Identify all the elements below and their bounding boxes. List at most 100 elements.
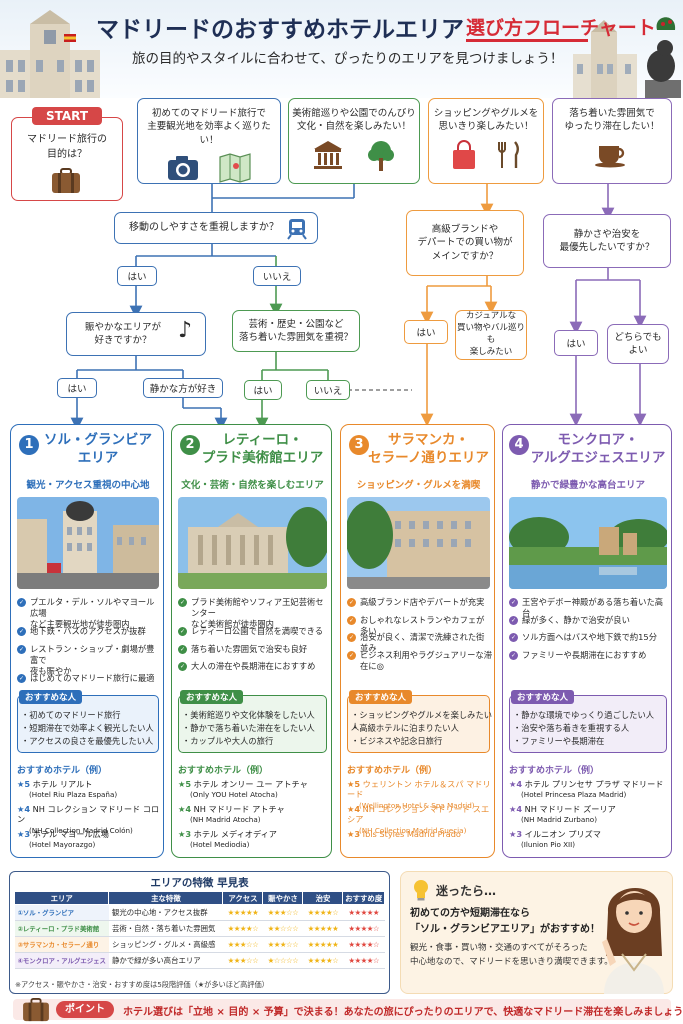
answer-yes-lively: はい (57, 378, 97, 398)
area-number-badge: 2 (180, 435, 200, 455)
page-subtitle: 旅の目的やスタイルに合わせて、ぴったりのエリアを見つけましょう！ (132, 51, 564, 67)
area-photo (347, 497, 490, 589)
table-cell: ★★★★☆ (222, 920, 263, 937)
hotel-name: ウェリントン ホテル＆スパ マドリード (347, 779, 491, 800)
purpose-box-culture: 美術館巡りや公園でのんびり 文化・自然を楽しみたい！ (288, 98, 420, 184)
hotel-name: ホテル プリンセサ プラザ マドリード (524, 779, 664, 789)
check-icon: ✓ (17, 598, 26, 607)
area-feature: ✓ レストラン・ショップ・劇場が豊富で 夜も賑やか (17, 643, 155, 676)
area-number-badge: 1 (19, 435, 39, 455)
area-feature: ✓ ソル方面へはバスや地下鉄で約15分 (509, 632, 658, 642)
table-cell: ★★☆☆☆ (262, 920, 303, 937)
palace-illustration-left (0, 10, 100, 98)
area-feature: ✓ 高級ブランド店やデパートが充実 (347, 597, 485, 607)
recommended-for-item: ・ショッピングやグルメを楽しみたい人 (351, 710, 493, 733)
hotel-item: ★4 NH コレクション マドリード コロン (NH Collection Ma… (17, 804, 163, 835)
hotel-star-rating: ★5 (17, 779, 31, 789)
hotel-name-en: (Wellington Hotel & Spa Madrid) (359, 800, 475, 810)
table-cell: 芸術・自然・落ち着いた雰囲気 (108, 920, 223, 937)
area-tagline: 観光・アクセス重視の中心地 (26, 480, 150, 491)
hotel-list-heading: おすすめホテル（例） (347, 766, 438, 776)
check-icon: ✓ (509, 633, 518, 642)
camera-icon (168, 155, 198, 180)
table-header: おすすめ度 (342, 891, 385, 905)
suitcase-icon (23, 998, 49, 1022)
area-photo (17, 497, 159, 589)
area-feature: ✓ 落ち着いた雰囲気で治安も良好 (178, 643, 308, 654)
train-icon (287, 219, 307, 240)
check-icon: ✓ (17, 627, 26, 636)
answer-no-art: いいえ (306, 380, 350, 400)
area-tagline: ショッピング・グルメを満喫 (356, 480, 481, 491)
area-feature: ✓ ファミリーや長期滞在におすすめ (509, 649, 647, 660)
page-title-accent: 選び方フローチャート (466, 17, 656, 39)
check-icon: ✓ (509, 598, 518, 607)
purpose-box-shopping: ショッピングやグルメを 思いきり楽しみたい！ (428, 98, 544, 184)
area-feature: ✓ 地下鉄・バスのアクセスが抜群 (17, 626, 146, 636)
guide-person-illustration (602, 887, 664, 994)
hotel-star-rating: ★4 (178, 804, 192, 814)
table-row: ①ソル・グランビア観光の中心地・アクセス抜群★★★★★★★★☆☆★★★★☆★★★… (14, 904, 385, 921)
recommended-for-box (509, 695, 667, 753)
purpose-text: ショッピングやグルメを 思いきり楽しみたい！ (433, 108, 539, 133)
recommended-for-item: ・ファミリーや長期滞在 (513, 736, 605, 746)
hotel-item: ★3 ホテル メディオディア (Hotel Mediodia) (178, 829, 331, 850)
hotel-name: イルニオン プリズマ (524, 829, 601, 839)
table-cell: ★★★☆☆ (262, 904, 303, 921)
area-feature: ✓ おしゃれなレストランやカフェが多い (347, 614, 485, 636)
table-cell: ①ソル・グランビア (14, 904, 109, 921)
area-feature: ✓ プエルタ・デル・ソルやマヨール広場 など主要観光地が徒歩圏内 (17, 597, 155, 630)
cutlery-icon (498, 140, 519, 168)
area-name: モンクロア・ アルグエジェスエリア (530, 432, 666, 466)
area-tagline: 文化・芸術・自然を楽しむエリア (181, 480, 324, 491)
table-cell: ★★★★★ (302, 936, 343, 953)
question-art: 芸術・歴史・公園など 落ち着いた雰囲気を重視？ (232, 310, 360, 352)
question-access: 移動のしやすさを重視しますか？ (114, 212, 318, 244)
hotel-star-rating: ★4 (17, 804, 31, 814)
check-icon: ✓ (347, 633, 356, 642)
recommended-for-item: ・静かで落ち着いた滞在をしたい人 (182, 723, 315, 733)
table-header: 賑やかさ (262, 891, 304, 905)
answer-yes-quiet: はい (554, 330, 598, 356)
check-icon: ✓ (17, 673, 26, 683)
hotel-star-rating: ★3 (347, 829, 361, 839)
table-cell: 静かで緑が多い高台エリア (108, 952, 223, 969)
table-header: 治安 (302, 891, 344, 905)
answer-either: どちらでも よい (607, 324, 669, 364)
recommended-for-item: ・静かな環境でゆっくり過ごしたい人 (513, 710, 655, 720)
table-cell: ショッピング・グルメ・高級感 (108, 936, 223, 953)
table-cell: ★☆☆☆☆ (262, 952, 303, 969)
check-icon: ✓ (178, 644, 187, 654)
recommended-for-box (347, 695, 490, 753)
purpose-box-sightseeing: 初めてのマドリード旅行で 主要観光地を効率よく巡りたい！ (137, 98, 281, 184)
lightbulb-icon (414, 880, 428, 901)
area-photo (509, 497, 667, 589)
hotel-star-rating: ★5 (178, 779, 192, 789)
recommended-for-tag: おすすめな人 (511, 690, 575, 704)
hotel-name-en: (Hotel Princesa Plaza Madrid) (521, 790, 627, 800)
check-icon: ✓ (509, 650, 518, 660)
answer-no-access: いいえ (253, 266, 301, 286)
check-icon: ✓ (178, 598, 187, 607)
recommended-for-item: ・初めてのマドリード旅行 (21, 710, 121, 720)
hotel-item: ★3 ホテル マヨール広場 (Hotel Mayorazgo) (17, 829, 163, 850)
hotel-item: ★3 イルニオン プリズマ (Ilunion Pio XII) (509, 829, 671, 850)
table-header: エリア (13, 891, 110, 905)
area-photo (178, 497, 327, 589)
coffee-cup-icon (595, 145, 625, 168)
table-cell: ③サラマンカ・セラーノ通り (14, 936, 109, 953)
answer-yes-access: はい (117, 266, 157, 286)
title-underline (466, 39, 588, 42)
hotel-name-en: (NH Collection Madrid Colón) (29, 825, 133, 835)
check-icon: ✓ (509, 615, 518, 625)
recommended-for-tag: おすすめな人 (180, 690, 244, 704)
shopping-bag-icon (453, 139, 475, 169)
hotel-item: ★4 NH マドリード ズーリア (NH Madrid Zurbano) (509, 804, 671, 825)
area-feature: ✓ 王宮やデボー神殿がある落ち着いた高台 (509, 597, 664, 619)
answer-yes-brand: はい (404, 320, 448, 344)
hotel-star-rating: ★4 (509, 779, 523, 789)
hotel-list-heading: おすすめホテル（例） (178, 766, 269, 776)
recommended-for-item: ・治安や落ち着きを重視する人 (513, 723, 630, 733)
hotel-name-en: (Hotel Mediodia) (190, 840, 250, 850)
